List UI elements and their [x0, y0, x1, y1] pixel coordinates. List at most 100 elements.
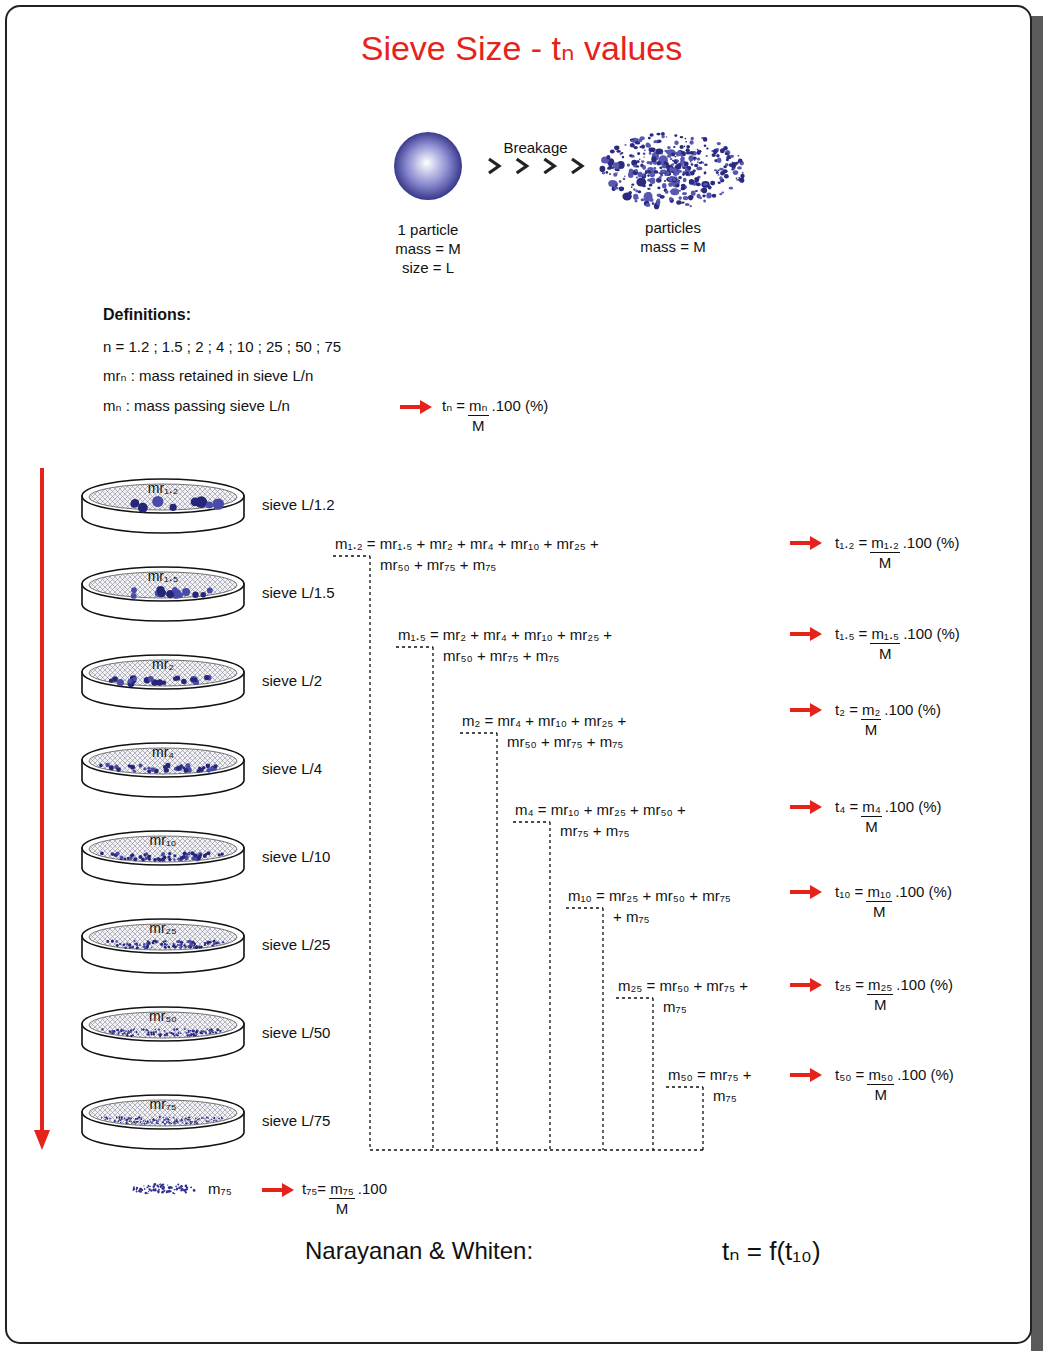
retained-particle — [162, 1121, 164, 1123]
retained-particle — [166, 1122, 167, 1123]
retained-particle — [164, 1123, 166, 1125]
retained-particle — [171, 1032, 173, 1034]
retained-particle — [128, 1123, 129, 1124]
retained-particle — [131, 1118, 132, 1119]
chevron — [517, 159, 527, 173]
fragment — [719, 168, 724, 171]
retained-particle — [204, 942, 206, 944]
retained-particle — [141, 1118, 143, 1120]
fragment — [642, 185, 646, 187]
retained-particle — [168, 946, 171, 949]
fine-particle — [172, 1192, 174, 1194]
retained-particle — [193, 857, 196, 860]
retained-particle — [164, 1034, 166, 1036]
mass-sum-formula: m₅₀ = mr₇₅ + m₇₅ — [668, 1064, 768, 1106]
retained-particle — [217, 1029, 219, 1031]
dashed-bracket — [702, 1087, 703, 1150]
retained-particle — [147, 1033, 149, 1035]
retained-particle — [121, 1116, 123, 1118]
fragment — [717, 158, 721, 163]
retained-particle — [100, 852, 104, 856]
fraction-column: m₂M — [861, 700, 881, 739]
fragment — [649, 152, 652, 155]
flow-arrow-head — [34, 1130, 50, 1150]
retained-mass-label: mr₄ — [80, 738, 246, 761]
retained-particle — [177, 1028, 179, 1030]
formula-lhs: t₄ = — [835, 797, 858, 816]
retained-particle — [144, 857, 147, 860]
fragment — [682, 171, 684, 172]
retained-particle — [116, 1117, 118, 1119]
fragment — [726, 158, 729, 161]
retained-particle — [206, 1116, 208, 1118]
fragment — [610, 149, 615, 153]
fragment — [725, 153, 729, 155]
fine-particle — [133, 1188, 135, 1190]
retained-particle — [194, 1123, 195, 1124]
retained-particle — [151, 1117, 152, 1118]
sieve-pan: mr₁.₂sieve L/1.2 — [80, 474, 370, 540]
retained-particle — [186, 1118, 188, 1120]
retained-particle — [192, 1030, 194, 1032]
retained-particle — [156, 1120, 158, 1122]
fragment — [649, 184, 653, 187]
retained-mass-label: mr₁.₅ — [80, 562, 246, 585]
fine-particle — [153, 1187, 154, 1188]
retained-particle — [218, 853, 221, 856]
retained-particle — [153, 858, 157, 862]
chevron — [489, 159, 499, 173]
retained-particle — [164, 1034, 166, 1036]
fragment — [738, 159, 743, 163]
fragment — [682, 192, 687, 195]
fine-particle — [138, 1190, 141, 1193]
retained-particle — [143, 1029, 145, 1031]
sieve-pan: mr₂₅sieve L/25 — [80, 914, 370, 980]
fragment — [635, 169, 638, 172]
retained-particle — [152, 942, 155, 945]
retained-particle — [189, 944, 191, 946]
retained-particle — [133, 940, 135, 942]
retained-particle — [140, 1122, 142, 1124]
fragment — [674, 159, 679, 164]
fragment — [655, 148, 663, 154]
retained-particle — [106, 1118, 108, 1120]
sieve-pan: mr₁.₅sieve L/1.5 — [80, 562, 370, 628]
frame-shadow — [1031, 16, 1043, 1351]
fragment — [706, 148, 709, 150]
fragment — [633, 194, 638, 200]
retained-mass-label: mr₂ — [80, 650, 246, 673]
retained-particle — [184, 1118, 185, 1119]
retained-mass-label: mr₁₀ — [80, 826, 246, 849]
fraction-denominator: M — [879, 644, 892, 663]
fines-pile: m₇₅ — [128, 1174, 258, 1204]
retained-particle — [205, 1032, 207, 1034]
retained-particle — [169, 1117, 170, 1118]
retained-particle — [211, 1119, 213, 1121]
fragment — [737, 166, 742, 169]
retained-particle — [187, 945, 190, 948]
retained-particle — [135, 1123, 137, 1125]
fraction-column: mₙM — [468, 396, 488, 435]
retained-particle — [141, 1123, 142, 1124]
fragment — [646, 143, 651, 148]
fragment — [671, 178, 680, 188]
retained-particle — [206, 501, 213, 508]
pointer-arrow-head — [810, 1068, 822, 1082]
fragment — [674, 134, 677, 137]
retained-particle — [180, 1033, 182, 1035]
retained-particle — [168, 1121, 170, 1123]
fragment — [664, 180, 666, 182]
sieve-size-label: sieve L/75 — [262, 1111, 370, 1130]
fine-particle — [175, 1185, 177, 1187]
retained-particle — [133, 857, 137, 861]
retained-particle — [221, 853, 224, 856]
retained-particle — [169, 504, 176, 511]
pointer-arrow — [790, 632, 812, 636]
fragment — [678, 151, 682, 155]
retained-particle — [208, 1120, 210, 1122]
retained-particle — [212, 1031, 214, 1033]
fragment — [641, 198, 646, 201]
retained-particle — [128, 1032, 130, 1034]
fine-particle — [168, 1187, 171, 1190]
